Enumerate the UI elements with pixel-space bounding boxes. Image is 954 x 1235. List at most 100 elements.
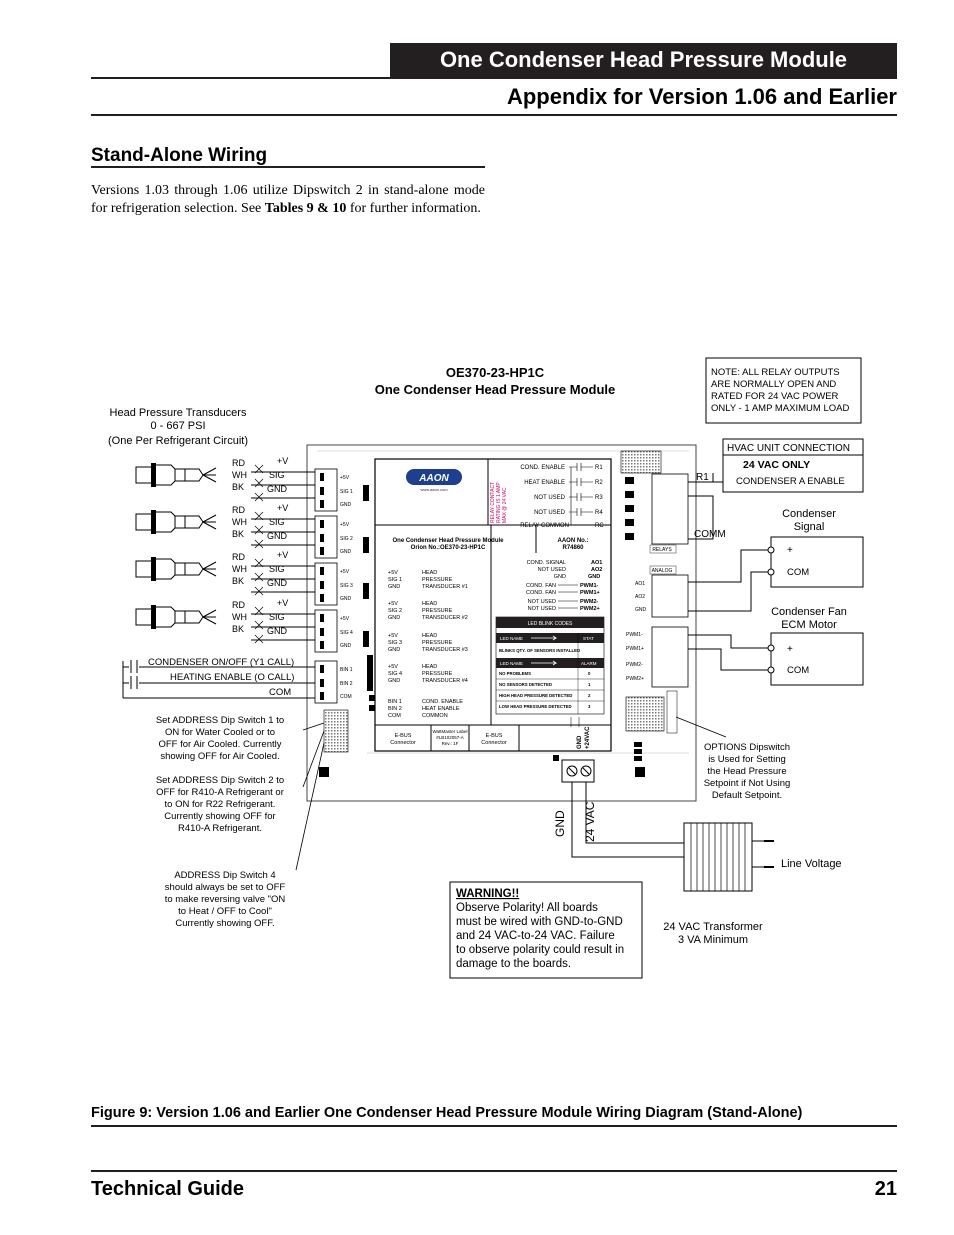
relays-tag: RELAYS <box>652 547 672 553</box>
transducer-label-line: Head Pressure Transducers <box>110 407 247 419</box>
svg-text:0: 0 <box>588 671 591 676</box>
svg-text:PRESSURE: PRESSURE <box>422 671 453 677</box>
dip2-note: Set ADDRESS Dip Switch 2 to OFF for R410… <box>156 775 284 834</box>
svg-text:GND: GND <box>340 596 352 602</box>
fan-wiring <box>688 634 768 671</box>
wire-signal: SIG <box>269 564 285 574</box>
svg-text:SIG 2: SIG 2 <box>388 608 402 614</box>
intro-text-1: Versions 1.03 through 1.06 utilize Dipsw… <box>91 183 485 216</box>
ebus-left: E-BUS Connector <box>390 733 416 746</box>
svg-text:+5V: +5V <box>388 664 398 670</box>
svg-text:R1: R1 <box>595 465 603 471</box>
svg-text:+5V: +5V <box>340 475 350 481</box>
svg-text:GND: GND <box>388 647 400 653</box>
svg-text:PWM1+: PWM1+ <box>580 590 600 596</box>
wire-signal: SIG <box>269 612 285 622</box>
wire-color: BK <box>232 624 244 634</box>
aaon-no: AAON No.: <box>558 538 589 544</box>
svg-text:PWM2-: PWM2- <box>626 662 643 668</box>
svg-text:WattMaster Label: WattMaster Label <box>432 729 467 734</box>
svg-text:RELAY CONTACT: RELAY CONTACT <box>490 482 496 523</box>
svg-text:COM: COM <box>787 665 809 676</box>
appendix-rule <box>91 114 897 116</box>
svg-text:R3: R3 <box>595 495 603 501</box>
vac24-only: 24 VAC ONLY <box>743 459 810 471</box>
dip1-note: Set ADDRESS Dip Switch 1 to ON for Water… <box>156 715 284 762</box>
wire-color: WH <box>232 612 247 622</box>
svg-text:TRANSDUCER #4: TRANSDUCER #4 <box>422 678 468 684</box>
relay-dipswitch <box>620 450 662 474</box>
svg-text:COND. ENABLE: COND. ENABLE <box>422 699 463 705</box>
intro-paragraph: Versions 1.03 through 1.06 utilize Dipsw… <box>91 182 485 218</box>
transducer-1: RD WH BK +V SIG GND <box>135 456 315 502</box>
wire-color: WH <box>232 564 247 574</box>
aaon-url: www.aaon.com <box>420 487 448 492</box>
svg-text:SIG 4: SIG 4 <box>388 671 402 677</box>
svg-text:24 VAC Transformer: 24 VAC Transformer <box>663 921 763 933</box>
svg-text:TRANSDUCER #3: TRANSDUCER #3 <box>422 647 468 653</box>
gnd-label: GND <box>553 810 567 837</box>
svg-text:GND: GND <box>388 678 400 684</box>
condenser-signal-box <box>770 536 864 588</box>
svg-text:HEAD: HEAD <box>422 664 437 670</box>
svg-text:BIN 2: BIN 2 <box>388 706 402 712</box>
svg-text:+5V: +5V <box>340 522 350 528</box>
svg-text:COM: COM <box>340 694 352 700</box>
wire-signal: +V <box>277 598 288 608</box>
wire-signal: +V <box>277 456 288 466</box>
page-number: 21 <box>874 1178 897 1200</box>
relay-wiring <box>688 481 723 540</box>
svg-text:GND: GND <box>577 735 583 749</box>
svg-text:+: + <box>787 545 793 556</box>
svg-text:PWM2+: PWM2+ <box>626 676 644 682</box>
wire-color: BK <box>232 529 244 539</box>
svg-text:PWM1+: PWM1+ <box>626 646 644 652</box>
wire-signal: GND <box>267 531 288 541</box>
wire-color: RD <box>232 458 245 468</box>
condenser-signal-label: Condenser <box>782 508 836 520</box>
svg-text:BIN 2: BIN 2 <box>340 681 353 687</box>
svg-text:BIN 1: BIN 1 <box>340 667 353 673</box>
svg-text:BLINKS QTY. OF SENSORS INSTALL: BLINKS QTY. OF SENSORS INSTALLED <box>499 648 580 653</box>
analog-tag: ANALOG <box>652 568 673 574</box>
svg-text:SIG 3: SIG 3 <box>388 640 402 646</box>
led-table-rows: NO PROBLEMS 0 NO SENSORS DETECTED 1 HIGH… <box>499 671 591 709</box>
svg-text:HEAD: HEAD <box>422 570 437 576</box>
svg-text:HIGH HEAD PRESSURE DETECTED: HIGH HEAD PRESSURE DETECTED <box>499 693 572 698</box>
svg-text:Currently showing OFF for: Currently showing OFF for <box>164 811 275 822</box>
section-rule <box>91 166 485 168</box>
x-marks <box>254 464 264 502</box>
transducer-body <box>153 464 176 486</box>
svg-text:SIG 4: SIG 4 <box>340 630 353 636</box>
svg-text:+5V: +5V <box>388 570 398 576</box>
hvac-unit-label: HVAC UNIT CONNECTION <box>727 443 850 454</box>
relay-note-line: NOTE: ALL RELAY OUTPUTS <box>711 367 840 378</box>
diagram-model: OE370-23-HP1C <box>446 365 545 380</box>
relay-list: COND. ENABLE HEAT ENABLE NOT USED NOT US… <box>520 465 604 529</box>
intro-table-ref: Tables 9 & 10 <box>264 201 347 216</box>
aaon-part: R74860 <box>562 545 584 551</box>
svg-text:damage to the boards.: damage to the boards. <box>456 958 571 970</box>
right-components <box>634 742 645 777</box>
transducer-3: RD WH BK +V SIG GND <box>135 550 315 596</box>
transformer-label: 24 VAC Transformer 3 VA Minimum <box>663 921 763 946</box>
svg-text:TRANSDUCER #2: TRANSDUCER #2 <box>422 615 468 621</box>
svg-text:+5V: +5V <box>340 616 350 622</box>
svg-text:+5V: +5V <box>388 601 398 607</box>
svg-text:SIG 2: SIG 2 <box>340 536 353 542</box>
intro-text-2: for further information. <box>346 201 481 216</box>
svg-text:GND: GND <box>388 584 400 590</box>
svg-text:PRESSURE: PRESSURE <box>422 608 453 614</box>
condenser-call-label: CONDENSER ON/OFF (Y1 CALL) <box>148 657 294 668</box>
svg-text:RC: RC <box>595 523 604 529</box>
line-voltage-label: Line Voltage <box>781 858 842 870</box>
aaon-logo <box>406 469 462 485</box>
condenser-fan-label: Condenser Fan <box>771 606 847 618</box>
svg-text:3 VA Minimum: 3 VA Minimum <box>678 934 748 946</box>
svg-text:+5V: +5V <box>388 633 398 639</box>
ebus-right: E-BUS Connector <box>481 733 507 746</box>
left-terminal-block <box>314 468 338 704</box>
header-rule <box>91 77 897 79</box>
wire-color: RD <box>232 552 245 562</box>
svg-text:GND: GND <box>635 607 647 613</box>
